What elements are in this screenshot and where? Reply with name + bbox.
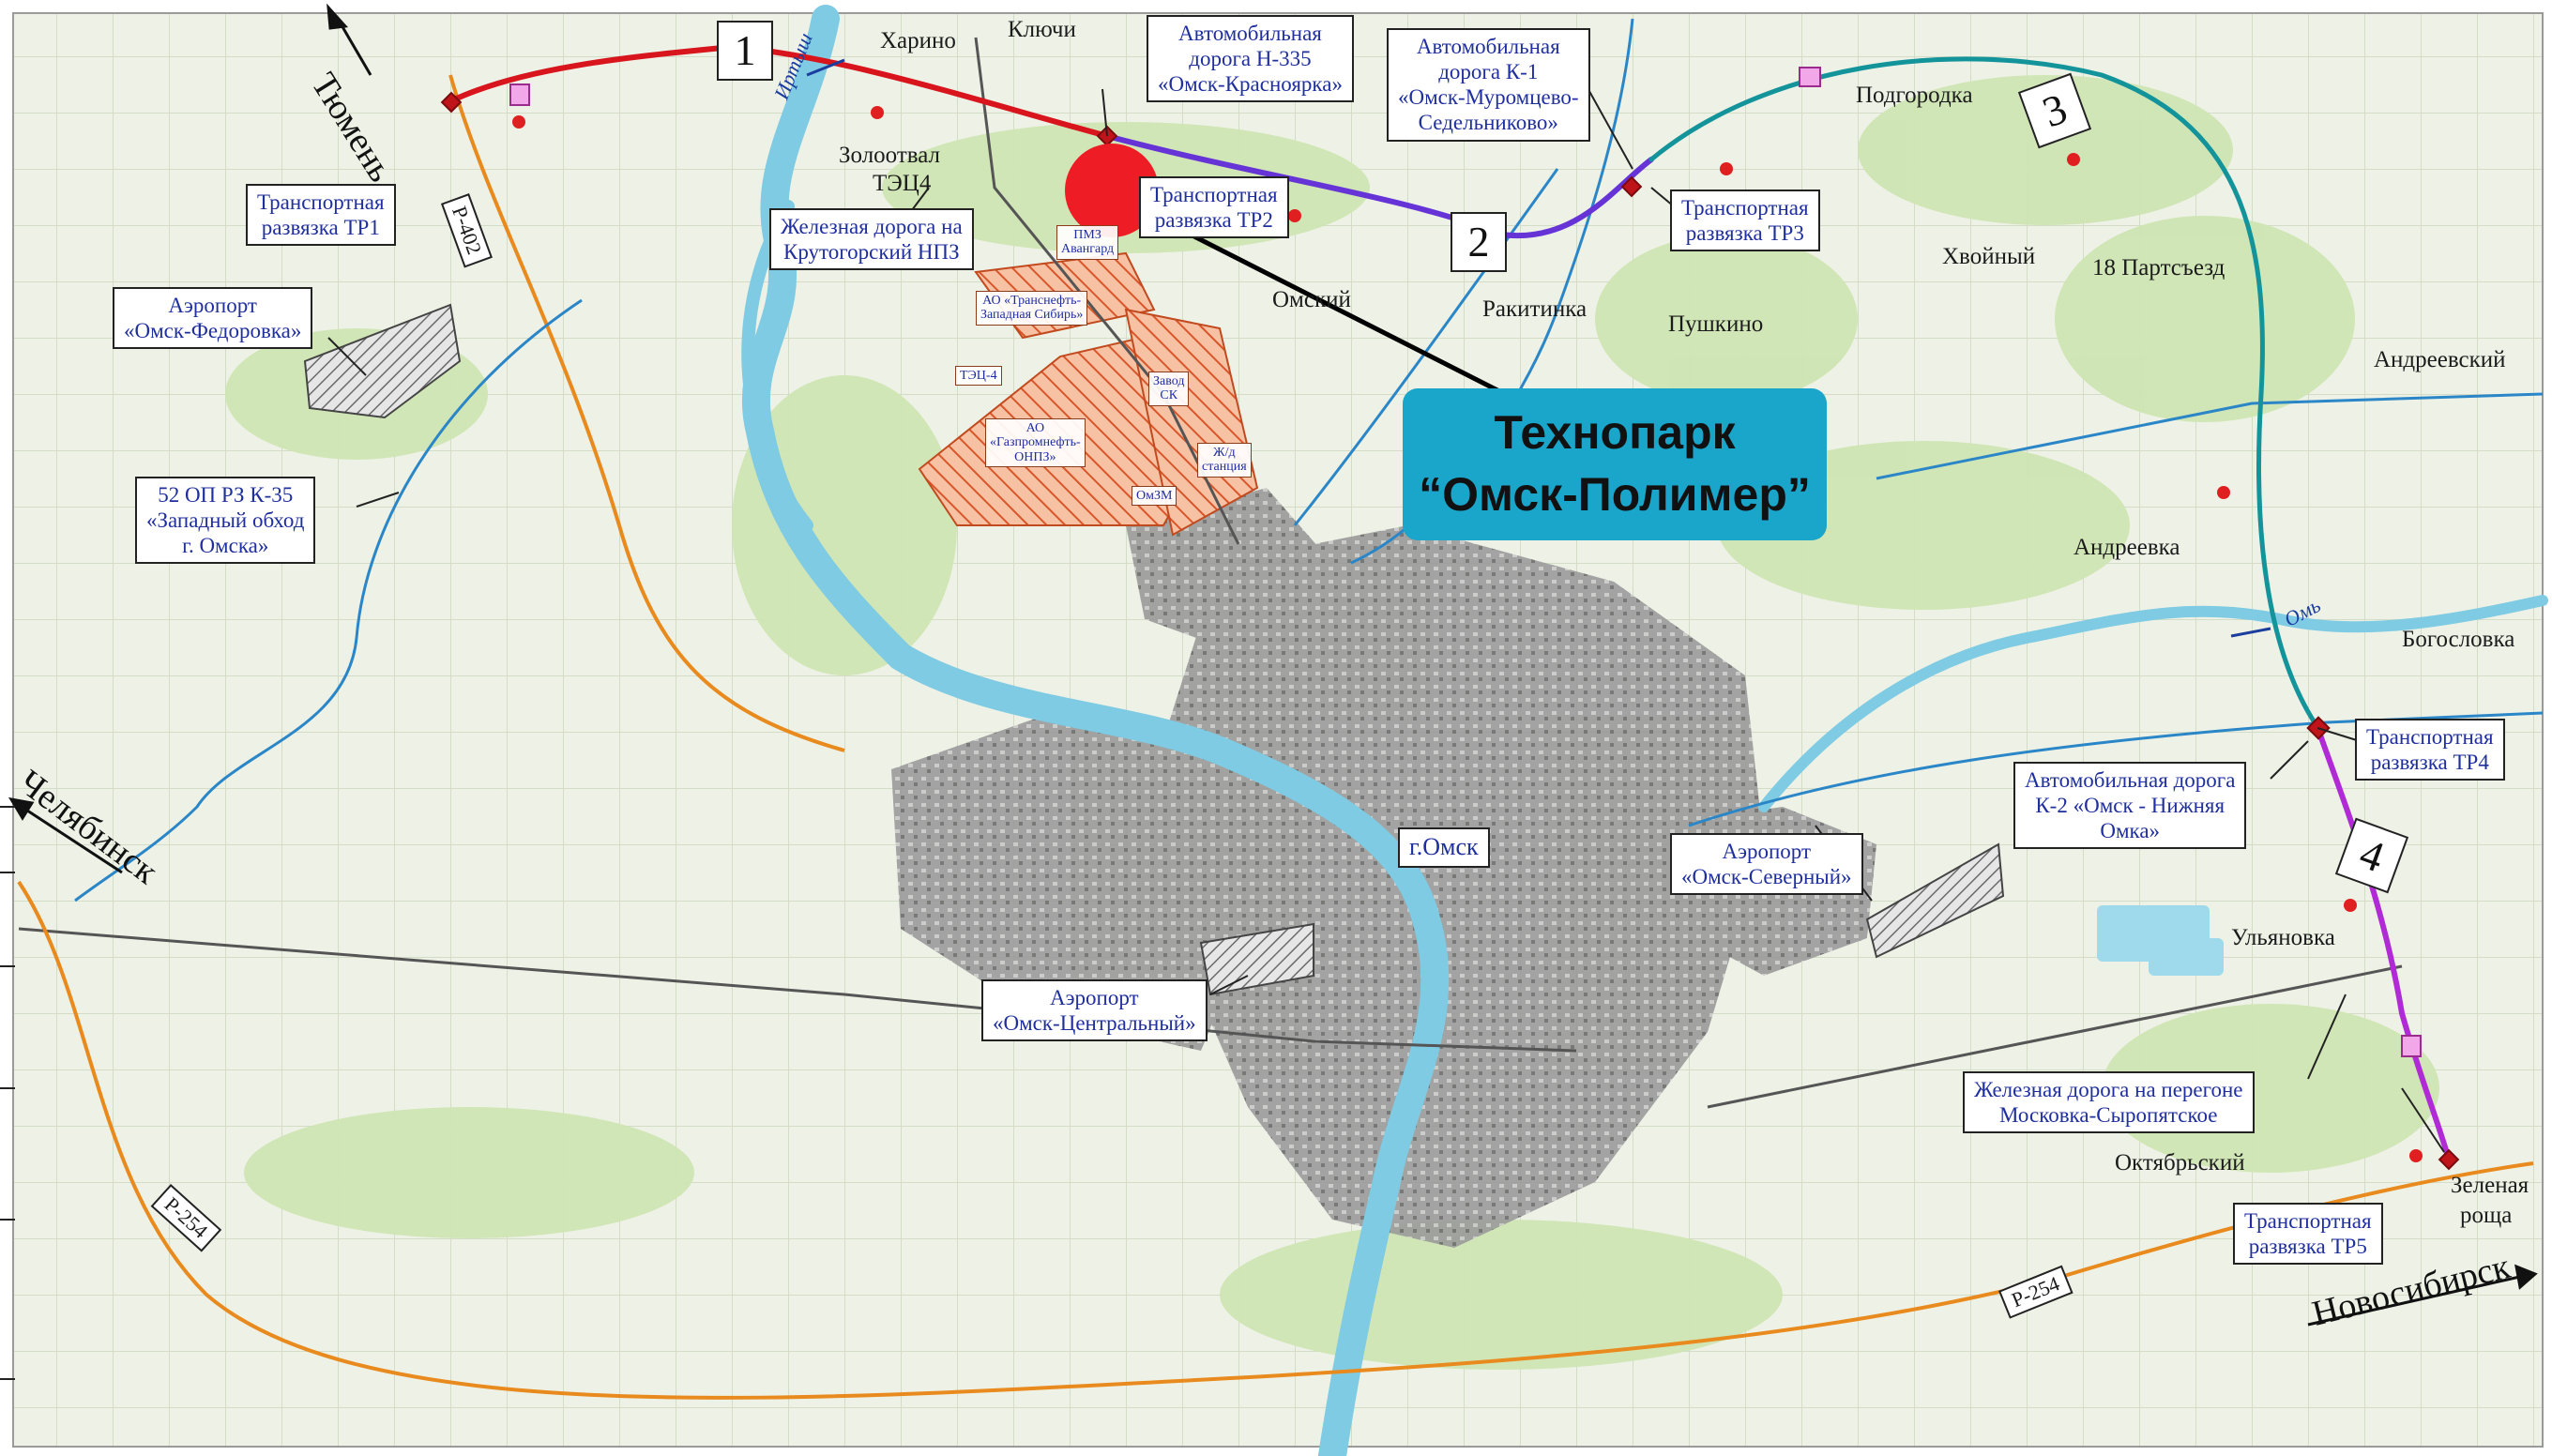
symbol	[1720, 162, 1733, 175]
arrow-om	[2230, 627, 2271, 638]
river-irtysh	[741, 5, 1450, 1456]
place-andreevka: Андреевка	[2074, 535, 2180, 560]
arrow-novosibirsk-head	[2514, 1264, 2538, 1290]
arrow-chelyabinsk	[18, 803, 123, 874]
arrow-irtysh	[806, 58, 845, 77]
place-pushkino: Пушкино	[1668, 311, 1764, 337]
label-airport-severny: Аэропорт«Омск-Северный»	[1670, 833, 1863, 896]
symbol	[871, 106, 884, 119]
forest-patch	[1595, 235, 1858, 403]
callout-subtitle: “Омск-Полимер”	[1419, 468, 1811, 521]
red-symbols	[512, 106, 2423, 1162]
river-om	[1758, 595, 2548, 812]
road-k2	[1688, 711, 2544, 827]
place-zelenaya: Зеленая	[2451, 1173, 2529, 1198]
label-airport-fedorovka: Аэропорт«Омск-Федоровка»	[113, 287, 313, 350]
label-tec4: ТЭЦ-4	[955, 366, 1002, 387]
place-oktyabrsky: Октябрьский	[2115, 1150, 2245, 1175]
place-ulyanovka: Ульяновка	[2231, 925, 2335, 950]
callout-title: Технопарк	[1494, 406, 1736, 459]
place-kharino: Харино	[880, 28, 956, 53]
place-andreevsky: Андреевский	[2374, 347, 2506, 372]
place-khvoyny: Хвойный	[1942, 244, 2036, 269]
arrow-chelyabinsk-head	[8, 796, 35, 821]
label-transneft: АО «Транснефть-Западная Сибирь»	[976, 291, 1088, 326]
forest-patch	[1858, 75, 2233, 225]
place-roshcha: роща	[2460, 1203, 2513, 1228]
rail-line	[1707, 964, 2403, 1109]
symbol	[2344, 899, 2357, 912]
federal-roads	[17, 74, 2534, 1400]
forest-patch	[2055, 216, 2355, 422]
airport-runways	[303, 303, 2005, 996]
arrow-tyumen-head	[327, 3, 349, 30]
toll-point	[509, 83, 530, 106]
direction-arrows	[8, 3, 2538, 1327]
river-irtysh-branch	[741, 200, 813, 532]
place-podgorodka: Подгородка	[1856, 83, 1973, 108]
arrow-tyumen	[336, 18, 372, 76]
road-r254	[17, 880, 2534, 1400]
forest-patch	[244, 1107, 694, 1238]
junction-tr1	[440, 91, 463, 114]
place-18-partsyezd: 18 Партсъезд	[2092, 255, 2225, 281]
arrow-novosibirsk	[2307, 1274, 2525, 1327]
label-omzm: ОмЗМ	[1132, 486, 1177, 507]
lake	[2149, 938, 2224, 976]
forest-patch	[1220, 1220, 1783, 1370]
label-gazpromneft-onpz: АО«Газпромнефть-ОНПЗ»	[985, 418, 1086, 468]
city-omsk-built-up	[891, 488, 1876, 1248]
forest-patch	[732, 375, 957, 675]
technopark-marker	[1065, 144, 1159, 237]
toll-point	[1799, 67, 1821, 87]
frame-ticks	[0, 806, 15, 1380]
symbol	[1288, 209, 1301, 222]
road-k35	[74, 298, 583, 902]
label-airport-central: Аэропорт«Омск-Центральный»	[981, 979, 1208, 1042]
lakes	[2097, 905, 2224, 976]
junction-tr3	[1620, 175, 1643, 198]
road-local	[1293, 168, 1559, 526]
place-omsky: Омский	[1272, 287, 1351, 312]
bypass-segment-4	[2315, 724, 2452, 1162]
place-zolotoval: Золоотвал	[839, 143, 941, 168]
symbol	[2067, 153, 2080, 166]
symbol	[2217, 486, 2230, 499]
road-r402	[448, 74, 845, 752]
place-tec4: ТЭЦ4	[873, 171, 932, 196]
symbol	[512, 115, 525, 129]
junction-tr5	[2438, 1148, 2460, 1171]
segment-number-1: 1	[717, 21, 773, 81]
toll-point	[2401, 1035, 2422, 1057]
place-bogoslovka: Богословка	[2402, 627, 2515, 652]
rail-line-blue	[1876, 392, 2544, 480]
segment-number-2: 2	[1451, 212, 1507, 272]
bypass-segment-3	[1648, 56, 2320, 730]
toll-points	[509, 67, 2422, 1057]
technopark-callout: Технопарк “Омск-Полимер”	[1403, 388, 1827, 540]
place-rakitinka: Ракитинка	[1482, 296, 1587, 322]
rivers	[741, 5, 2548, 1456]
symbol	[2409, 1149, 2423, 1162]
label-city-omsk: г.Омск	[1398, 827, 1490, 868]
place-klyuchi: Ключи	[1008, 17, 1076, 42]
